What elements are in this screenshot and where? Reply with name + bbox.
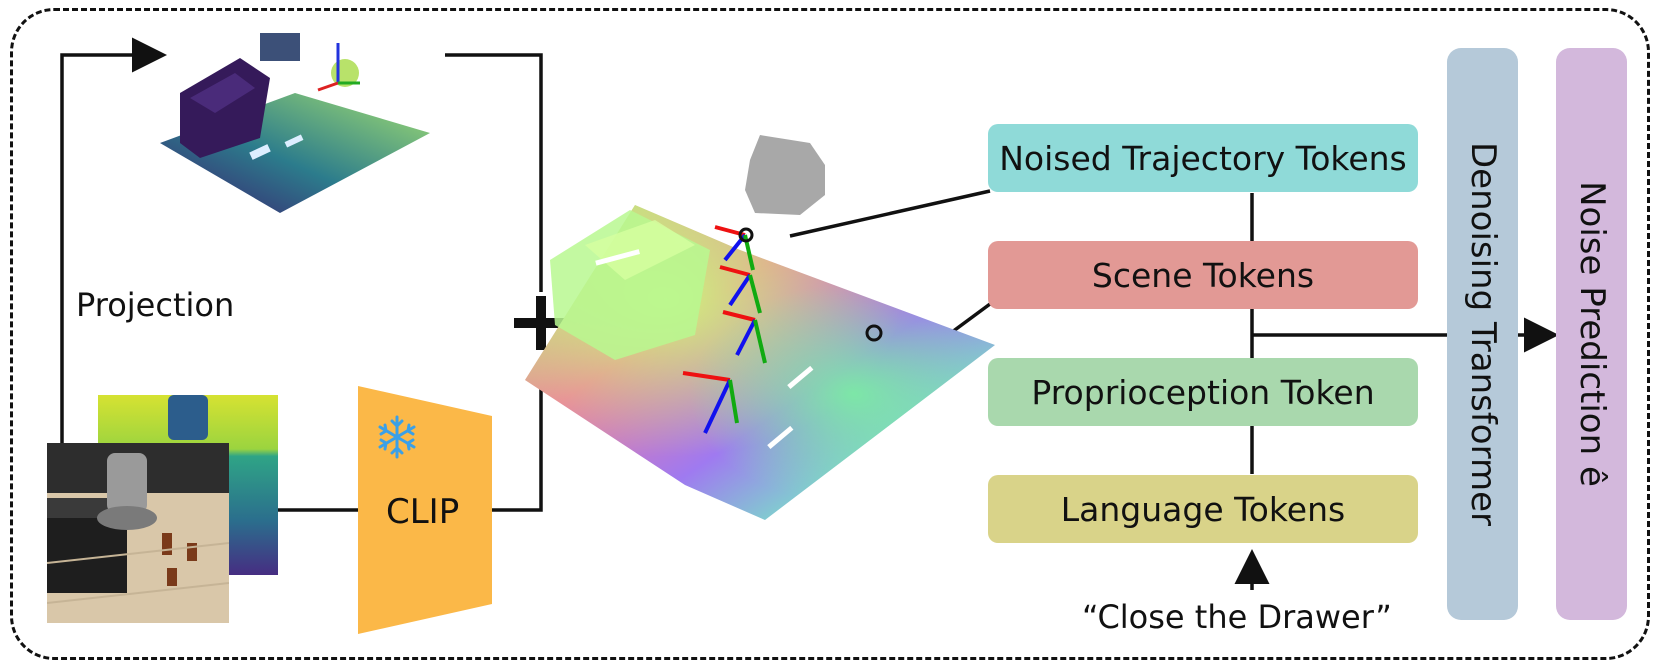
clip-to-plus-line	[492, 368, 543, 512]
pointcloud-to-plus-line	[445, 53, 543, 292]
scene-feature-cloud-image	[525, 135, 995, 520]
instruction-label: “Close the Drawer”	[1082, 598, 1392, 636]
proprioception-token: Proprioception Token	[988, 358, 1418, 426]
noise-prediction-label: Noise Prediction ê	[1571, 181, 1612, 487]
projected-pointcloud-image	[160, 33, 430, 213]
clip-encoder-block	[358, 386, 492, 634]
language-tokens: Language Tokens	[988, 475, 1418, 543]
noised-trajectory-tokens: Noised Trajectory Tokens	[988, 124, 1418, 192]
noise-prediction-block: Noise Prediction ê	[1556, 48, 1627, 620]
plus-icon	[514, 296, 568, 350]
projection-label: Projection	[76, 286, 235, 324]
snowflake-icon	[374, 414, 420, 464]
denoising-transformer-label: Denoising Transformer	[1462, 141, 1503, 527]
projection-arrow	[60, 37, 167, 445]
clip-label: CLIP	[386, 492, 460, 532]
outer-dashed-frame	[10, 8, 1650, 660]
trajectory-pointer-line	[789, 189, 991, 238]
scene-tokens: Scene Tokens	[988, 241, 1418, 309]
denoising-transformer-block: Denoising Transformer	[1447, 48, 1518, 620]
rgb-camera-image	[47, 443, 229, 623]
